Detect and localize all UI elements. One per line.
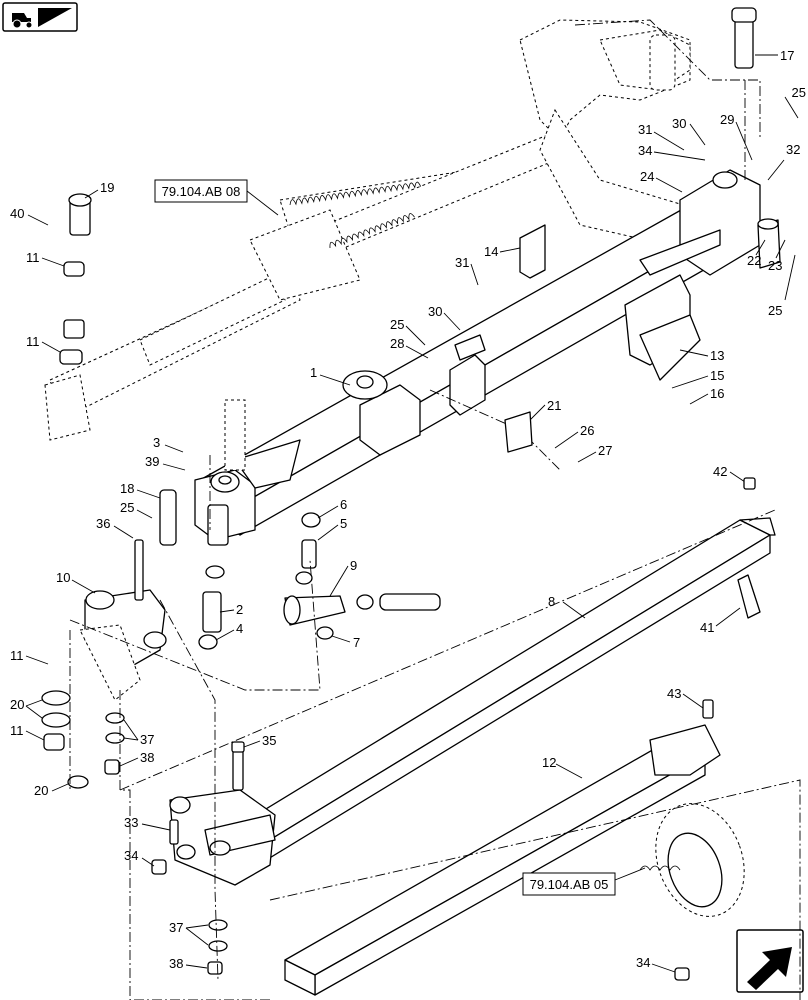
callout-41: 41 <box>700 620 714 635</box>
callout-18: 18 <box>120 481 134 496</box>
pivot-plate <box>79 539 167 701</box>
callout-37-a: 37 <box>140 732 154 747</box>
coupler-part <box>757 218 781 269</box>
callout-5: 5 <box>340 516 347 531</box>
callout-34-left: 34 <box>124 848 138 863</box>
arrow-icon <box>747 947 792 990</box>
gauge-wheel <box>639 803 745 981</box>
shaft-assembly <box>159 399 321 650</box>
ref-label-lower: 79.104.AB 05 <box>530 877 609 892</box>
callout-43: 43 <box>667 686 681 701</box>
u-bolt-top <box>519 224 546 279</box>
callout-30-mid: 30 <box>428 304 442 319</box>
nav-back-button[interactable] <box>2 2 78 32</box>
callout-39: 39 <box>145 454 159 469</box>
tractor-icon <box>12 13 33 29</box>
callout-7: 7 <box>353 635 360 650</box>
pin-17 <box>731 7 757 69</box>
callout-33: 33 <box>124 815 138 830</box>
callout-24: 24 <box>640 169 654 184</box>
callout-2: 2 <box>236 602 243 617</box>
washer-stack <box>41 690 228 975</box>
callout-25-top: 25 <box>792 85 806 100</box>
callout-26: 26 <box>580 423 594 438</box>
u-bolt-lower <box>737 574 761 619</box>
callout-11-c: 11 <box>10 648 24 663</box>
knuckle-block <box>151 741 276 886</box>
callout-16: 16 <box>710 386 724 401</box>
callout-11-a: 11 <box>26 250 40 265</box>
callout-28: 28 <box>390 336 404 351</box>
callout-11-b: 11 <box>26 334 40 349</box>
block-21 <box>504 411 533 453</box>
callout-25-right: 25 <box>768 303 782 318</box>
callout-17: 17 <box>780 48 794 63</box>
callout-22: 22 <box>747 253 761 268</box>
callout-20-a: 20 <box>10 697 24 712</box>
callout-31-mid: 31 <box>455 255 469 270</box>
callout-38-a: 38 <box>140 750 154 765</box>
callout-34-bottom: 34 <box>636 955 650 970</box>
centerlines <box>69 19 801 1000</box>
bushing-stack-upper <box>59 261 85 365</box>
callout-40: 40 <box>10 206 24 221</box>
callout-21: 21 <box>547 398 561 413</box>
callout-3: 3 <box>153 435 160 450</box>
callout-34-top: 34 <box>638 143 652 158</box>
nav-next-button[interactable] <box>736 929 804 993</box>
callout-38-b: 38 <box>169 956 183 971</box>
callout-14: 14 <box>484 244 498 259</box>
mount-bracket <box>624 274 701 381</box>
callout-37-b: 37 <box>169 920 183 935</box>
callout-25-left: 25 <box>120 500 134 515</box>
callout-23: 23 <box>768 258 782 273</box>
callout-42: 42 <box>713 464 727 479</box>
callout-6: 6 <box>340 497 347 512</box>
ref-box-lower[interactable]: 79.104.AB 05 <box>522 867 646 896</box>
callout-8: 8 <box>548 594 555 609</box>
callout-12: 12 <box>542 755 556 770</box>
callout-11-d: 11 <box>10 723 24 738</box>
callout-25-mid: 25 <box>390 317 404 332</box>
clevis-arm <box>283 593 441 640</box>
callout-35: 35 <box>262 733 276 748</box>
callout-19: 19 <box>100 180 114 195</box>
callout-1: 1 <box>310 365 317 380</box>
callout-labels: 25 17 19 40 11 11 30 29 31 34 32 24 14 3… <box>10 48 806 973</box>
callout-32: 32 <box>786 142 800 157</box>
nut-42 <box>743 477 756 490</box>
phantom-hitch-assembly <box>44 19 701 441</box>
callout-31-top: 31 <box>638 122 652 137</box>
ref-label-upper: 79.104.AB 08 <box>162 184 241 199</box>
callout-10: 10 <box>56 570 70 585</box>
callout-27: 27 <box>598 443 612 458</box>
callout-9: 9 <box>350 558 357 573</box>
ref-box-upper[interactable]: 79.104.AB 08 <box>154 179 279 216</box>
callout-20-b: 20 <box>34 783 48 798</box>
callout-30-top: 30 <box>672 116 686 131</box>
callout-13: 13 <box>710 348 724 363</box>
callout-4: 4 <box>236 621 243 636</box>
lower-tube <box>284 699 721 996</box>
callout-15: 15 <box>710 368 724 383</box>
callout-36: 36 <box>96 516 110 531</box>
main-tube-frame <box>194 169 761 541</box>
pin-19 <box>68 193 92 236</box>
callout-29: 29 <box>720 112 734 127</box>
